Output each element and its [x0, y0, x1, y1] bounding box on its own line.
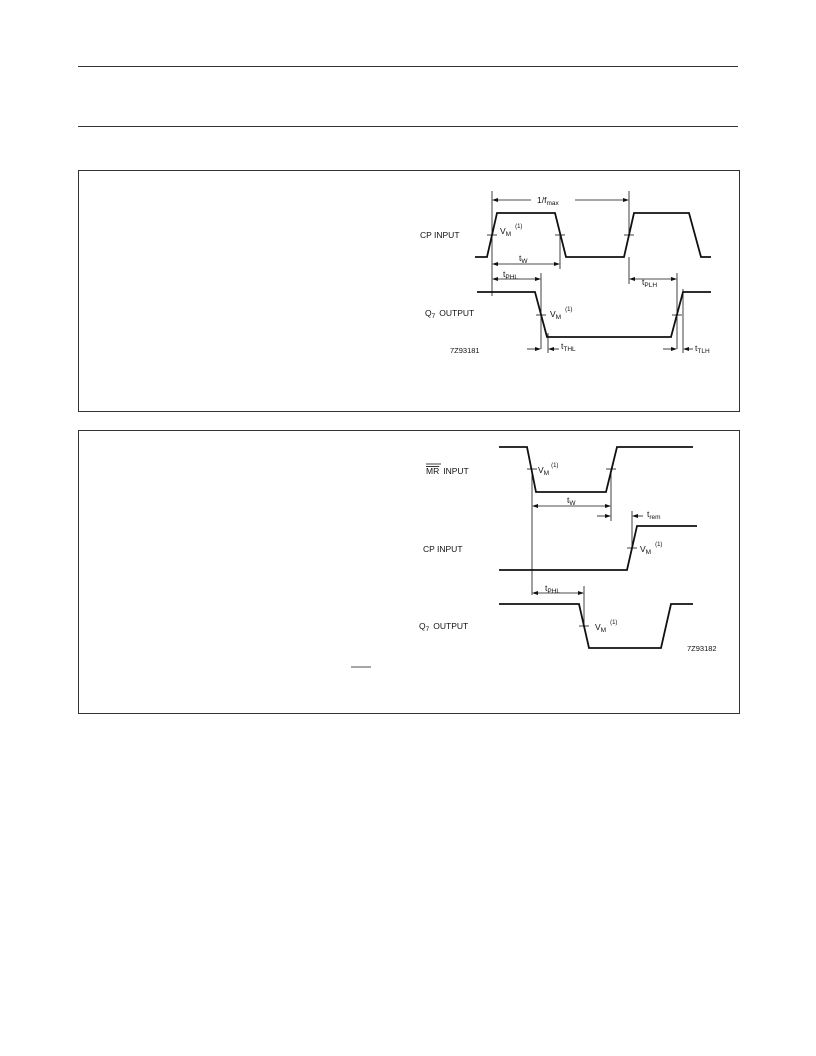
tplh-label: tPLH — [642, 277, 657, 289]
q7-output-waveform — [477, 291, 711, 338]
tthl-label: tTHL — [561, 341, 576, 353]
vm-label: VM(1) — [640, 542, 662, 556]
arrowhead — [623, 198, 629, 202]
arrowhead — [605, 504, 611, 508]
arrowhead — [532, 504, 538, 508]
figure-1-panel: 1/fmax VM(1) tW tPHL tPLH VM(1) tTHL — [78, 170, 740, 412]
q7-output-waveform — [499, 603, 693, 649]
fmax-label: 1/fmax — [537, 195, 559, 207]
header-rule-top — [78, 66, 738, 67]
tw-label: tW — [567, 495, 576, 507]
arrowhead — [492, 198, 498, 202]
arrowhead — [629, 277, 635, 281]
timing-diagram-1: 1/fmax VM(1) tW tPHL tPLH VM(1) tTHL — [420, 191, 711, 355]
arrowhead — [578, 591, 584, 595]
tw-label: tW — [519, 253, 528, 265]
tphl-label: tPHL — [545, 583, 560, 595]
arrowhead — [492, 262, 498, 266]
ttlh-label: tTLH — [695, 343, 710, 355]
arrowhead — [683, 347, 689, 351]
mr-input-waveform — [499, 446, 693, 493]
arrowhead — [535, 277, 541, 281]
arrowhead — [605, 514, 611, 518]
trem-label: trem — [647, 509, 661, 521]
arrowhead — [535, 347, 541, 351]
vm-label: VM(1) — [500, 224, 522, 238]
vm-label: VM(1) — [538, 463, 558, 477]
arrowhead — [671, 347, 677, 351]
arrowhead — [548, 347, 554, 351]
cp-input-label: CP INPUT — [420, 230, 460, 240]
figure-code: 7Z93181 — [450, 346, 480, 355]
arrowhead — [554, 262, 560, 266]
arrowhead — [532, 591, 538, 595]
vm-label: VM(1) — [595, 620, 617, 634]
cp-input-waveform — [499, 525, 697, 571]
tphl-label: tPHL — [503, 269, 518, 281]
arrowhead — [671, 277, 677, 281]
vm-label: VM(1) — [550, 307, 572, 321]
header-rule-bottom — [78, 126, 738, 127]
arrowhead — [632, 514, 638, 518]
figure-code: 7Z93182 — [687, 644, 717, 653]
cp-input-label: CP INPUT — [423, 544, 463, 554]
arrowhead — [492, 277, 498, 281]
